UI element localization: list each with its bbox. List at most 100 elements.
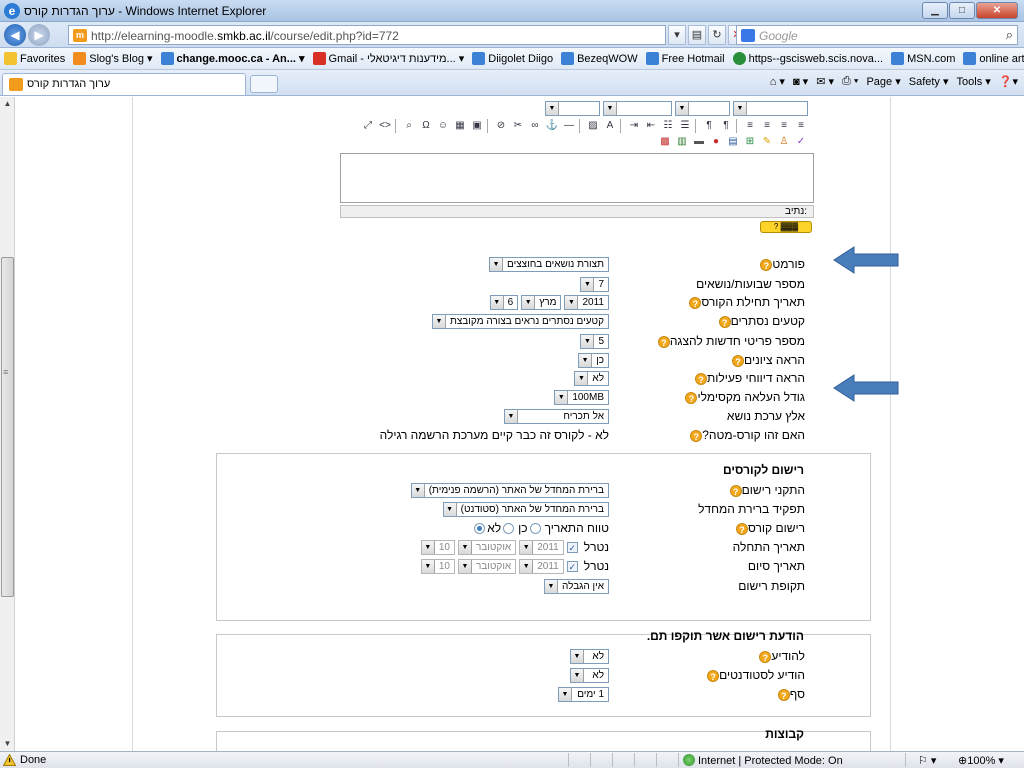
favorite-item[interactable]: https--gscisweb.scis.nova... — [732, 52, 883, 65]
mail-icon[interactable]: ✉ ▾ — [816, 76, 834, 88]
notify-students-select[interactable]: לא▼ — [570, 667, 609, 683]
enrollable-range-radio[interactable] — [529, 522, 541, 534]
background-color-icon[interactable]: ▨ — [588, 120, 598, 131]
spellcheck-icon[interactable]: ✓ — [796, 136, 806, 147]
align-left-icon[interactable]: ≡ — [764, 120, 770, 131]
chart-icon[interactable]: ▥ — [677, 136, 687, 147]
search-icon[interactable]: ⌕ — [1005, 27, 1013, 42]
favorite-item[interactable]: change.mooc.ca - An... ▾ — [160, 52, 305, 65]
help-icon[interactable]: ? — [685, 391, 698, 404]
help-icon[interactable]: ? — [657, 335, 670, 348]
activity-reports-select[interactable]: לא▼ — [574, 370, 609, 386]
compatibility-icon[interactable]: ▤ — [688, 25, 706, 45]
help-icon[interactable]: ? — [759, 650, 772, 663]
user-icon[interactable]: ♙ — [779, 136, 789, 147]
threshold-select[interactable]: 1 ימים▼ — [558, 686, 609, 702]
help-icon[interactable]: ? — [729, 484, 742, 497]
link-icon[interactable]: ∞ — [531, 120, 539, 131]
help-icon[interactable]: ? — [718, 315, 731, 328]
default-role-select[interactable]: ברירת המחדל של האתר (סטודנט)▼ — [442, 501, 609, 517]
enrol-period-select[interactable]: אין הגבלה▼ — [543, 578, 609, 594]
video-icon[interactable]: ▬ — [694, 136, 704, 147]
html-source-icon[interactable]: <> — [379, 120, 391, 131]
outdent-icon[interactable]: ⇤ — [646, 120, 656, 131]
format-select[interactable]: תצורת נושאים בחוצצים▼ — [489, 256, 609, 272]
favorite-item[interactable]: BezeqWOW — [561, 52, 638, 65]
news-items-select[interactable]: 5▼ — [580, 333, 609, 349]
forward-button[interactable]: ▶ — [28, 24, 50, 46]
nolink-icon[interactable]: ⊘ — [496, 120, 506, 131]
print-icon[interactable]: ⎙ ▾ — [841, 75, 859, 87]
enrollable-no-radio[interactable] — [474, 522, 486, 534]
protected-mode-icon[interactable]: ⚐ ▾ — [918, 755, 937, 767]
help-icon[interactable]: ? — [736, 522, 748, 535]
enrol-end-year-select[interactable]: 2011▼ — [519, 558, 564, 574]
flag-icon[interactable]: ▩ — [660, 136, 670, 147]
close-button[interactable]: ✕ — [976, 2, 1018, 19]
favorite-item[interactable]: online articles — [963, 52, 1024, 65]
start-year-select[interactable]: 2011▼ — [564, 294, 609, 310]
safety-menu[interactable]: Safety ▾ — [908, 76, 949, 88]
start-month-select[interactable]: מרץ▼ — [521, 294, 562, 310]
enrol-plugins-select[interactable]: ברירת המחדל של האתר (הרשמה פנימית)▼ — [410, 482, 609, 498]
vertical-scrollbar[interactable]: ▲ ≡ ▼ — [0, 97, 15, 751]
new-tab-button[interactable] — [250, 75, 278, 93]
help-icon[interactable]: ? — [694, 372, 707, 385]
special-char-icon[interactable]: Ω — [422, 120, 430, 131]
zoom-level[interactable]: ⊕100% ▾ — [958, 755, 1004, 767]
notify-select[interactable]: לא▼ — [570, 648, 609, 664]
search-box[interactable]: Google ⌕ — [736, 25, 1018, 45]
hidden-sections-select[interactable]: קטעים נסתרים נראים בצורה מקובצת▼ — [431, 313, 609, 329]
max-upload-select[interactable]: 100MB▼ — [554, 389, 609, 405]
unlink-icon[interactable]: ✂ — [513, 120, 523, 131]
unordered-list-icon[interactable]: ☷ — [663, 120, 673, 131]
smiley-icon[interactable]: ☺ — [437, 120, 449, 131]
image-icon[interactable]: ▣ — [472, 120, 482, 131]
page-menu[interactable]: Page ▾ — [866, 76, 901, 88]
align-right-icon[interactable]: ≡ — [798, 120, 804, 131]
help-icon[interactable]: ? — [760, 258, 773, 271]
enrol-end-day-select[interactable]: 10▼ — [420, 558, 455, 574]
table-icon[interactable]: ▦ — [455, 120, 465, 131]
anchor-icon[interactable]: ⚓ — [545, 120, 559, 131]
style-select[interactable]: ▼ — [545, 101, 600, 116]
help-icon[interactable]: ? — [777, 688, 790, 701]
page-icon[interactable]: ▤ — [728, 136, 738, 147]
address-bar[interactable]: m http://elearning-moodle.smkb.ac.il/cou… — [68, 25, 666, 45]
enrol-start-year-select[interactable]: 2011▼ — [519, 539, 564, 555]
refresh-icon[interactable]: ↻ — [708, 25, 726, 45]
enrol-end-disable-checkbox[interactable]: ✓ — [566, 560, 578, 572]
minimize-button[interactable]: ▁ — [922, 2, 948, 19]
font-select[interactable]: ▼ — [603, 101, 672, 116]
ordered-list-icon[interactable]: ☰ — [680, 120, 690, 131]
tools-menu[interactable]: Tools ▾ — [956, 76, 991, 88]
font-size-select[interactable]: ▼ — [675, 101, 730, 116]
align-center-icon[interactable]: ≡ — [781, 120, 787, 131]
media-icon[interactable]: ● — [712, 136, 720, 147]
help-icon[interactable]: ? — [690, 429, 703, 442]
grid-icon[interactable]: ⊞ — [745, 136, 755, 147]
favorites-button[interactable]: Favorites — [4, 52, 65, 65]
favorite-item[interactable]: Free Hotmail — [645, 52, 725, 65]
warning-icon[interactable] — [3, 754, 16, 766]
pencil-icon[interactable]: ✎ — [762, 136, 772, 147]
back-button[interactable]: ◀ — [4, 24, 26, 46]
indent-icon[interactable]: ⇥ — [629, 120, 639, 131]
search-replace-icon[interactable]: ⌕ — [406, 120, 412, 131]
home-icon[interactable]: ⌂ ▾ — [769, 76, 785, 88]
horizontal-rule-icon[interactable]: — — [564, 120, 574, 131]
enrol-end-month-select[interactable]: אוקטובר▼ — [457, 558, 517, 574]
feeds-icon[interactable]: ◙ ▾ — [792, 76, 809, 88]
scroll-thumb[interactable] — [1, 257, 14, 597]
enrollable-yes-radio[interactable] — [503, 522, 515, 534]
fullscreen-icon[interactable]: ⤢ — [364, 120, 372, 131]
force-theme-select[interactable]: אל תכריח▼ — [504, 408, 609, 424]
favorite-item[interactable]: MSN.com — [891, 52, 955, 65]
dropdown-arrow-icon[interactable]: ▾ — [668, 25, 686, 45]
heading-select[interactable]: ▼ — [733, 101, 808, 116]
help-icon[interactable]: ❓▾ — [998, 76, 1018, 88]
tab-course-settings[interactable]: ערוך הגדרות קורס — [2, 73, 246, 95]
ltr-icon[interactable]: ¶ — [706, 120, 712, 131]
maximize-button[interactable]: □ — [949, 2, 975, 19]
scroll-down-icon[interactable]: ▼ — [3, 739, 12, 748]
